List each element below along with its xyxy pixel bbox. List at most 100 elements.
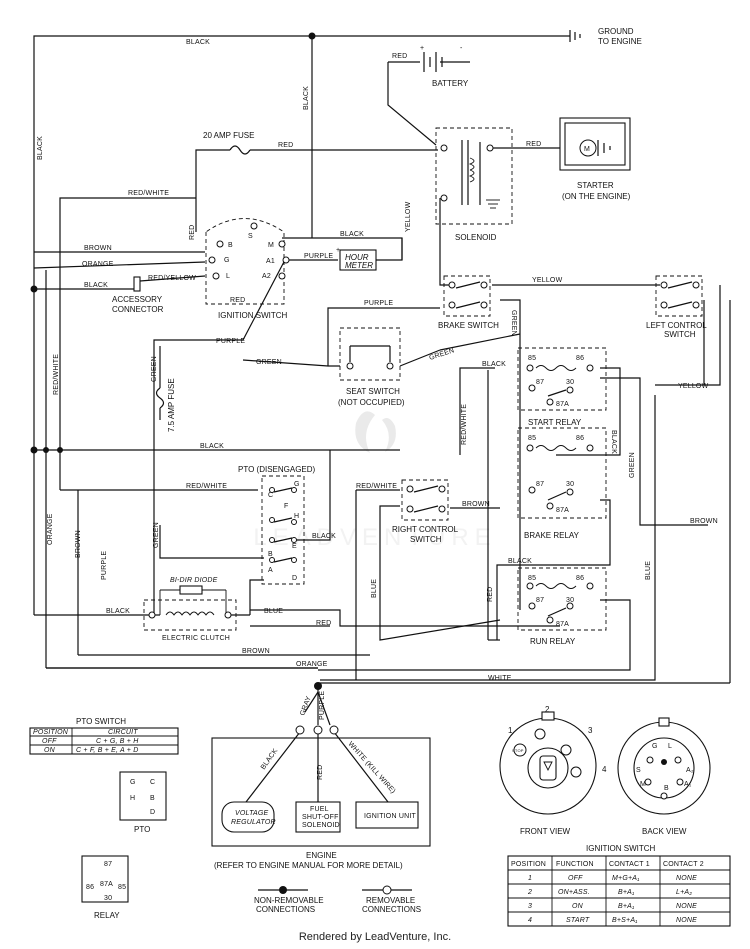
battery-label: BATTERY xyxy=(432,79,469,88)
front-view-label: FRONT VIEW xyxy=(520,827,571,836)
ign-r2-c4: L+A₂ xyxy=(676,889,692,896)
start-relay: 85 86 87 30 87A START RELAY xyxy=(517,347,607,427)
ign-r3-c2: ON xyxy=(572,903,584,910)
ign-r3-c4: NONE xyxy=(676,903,697,910)
ign-r4-c4: NONE xyxy=(676,917,697,924)
label-red-white-top: RED/WHITE xyxy=(128,190,169,197)
junction-dot xyxy=(57,447,63,453)
label-red-battery: RED xyxy=(392,53,407,60)
label-red-white-rcs: RED/WHITE xyxy=(356,483,397,490)
pto-row-on: ON xyxy=(44,747,56,754)
pto-label: PTO (DISENGAGED) xyxy=(238,465,316,474)
label-brown-bottom: BROWN xyxy=(242,648,270,655)
fuse-20-label: 20 AMP FUSE xyxy=(203,131,254,140)
engine-label-2: (REFER TO ENGINE MANUAL FOR MORE DETAIL) xyxy=(214,861,403,870)
left-control-label: LEFT CONTROL xyxy=(646,321,707,330)
accessory-label-2: CONNECTOR xyxy=(112,305,164,314)
ignition-switch: B S M G A1 L A2 IGNITION SWITCH xyxy=(205,218,290,320)
pto-row-off: OFF xyxy=(42,738,57,745)
label-brown-left: BROWN xyxy=(75,530,82,558)
seat-switch: SEAT SWITCH (NOT OCCUPIED) xyxy=(338,327,405,407)
ign-th-contact1: CONTACT 1 xyxy=(609,861,650,868)
label-white-kill: WHITE (KILL WIRE) xyxy=(347,741,397,795)
ign-g: G xyxy=(224,257,230,264)
ground-label: GROUND xyxy=(598,27,634,36)
electric-clutch: BI-DIR DIODE ELECTRIC CLUTCH xyxy=(143,577,237,642)
pto-h: H xyxy=(294,513,299,520)
pto-b: B xyxy=(268,551,273,558)
ign-r4-c3: B+S+A₁ xyxy=(612,917,638,924)
label-black-top: BLACK xyxy=(186,39,210,46)
relay-icon-87: 87 xyxy=(104,861,112,868)
legend-non-removable-2: CONNECTIONS xyxy=(256,905,315,914)
ign-a2: A2 xyxy=(262,273,271,280)
back-m: M xyxy=(640,781,646,788)
starter-label: STARTER xyxy=(577,181,614,190)
label-red-ign-bottom: RED xyxy=(230,297,245,304)
engine-connector xyxy=(329,725,339,735)
label-black-pto: BLACK xyxy=(312,533,336,540)
back-l: L xyxy=(668,743,672,750)
ign-r3-c3: B+A₁ xyxy=(618,903,635,910)
fuel-label-3: SOLENOID xyxy=(302,822,340,829)
label-black-engine: BLACK xyxy=(260,747,280,771)
pto-icon-d: D xyxy=(150,809,155,816)
label-red-yellow: RED/YELLOW xyxy=(148,275,196,282)
ground-label-2: TO ENGINE xyxy=(598,37,642,46)
engine-label: ENGINE xyxy=(306,851,337,860)
starter-motor-label: M xyxy=(584,146,590,153)
footer-credit: Rendered by LeadVenture, Inc. xyxy=(298,931,452,943)
back-view-label: BACK VIEW xyxy=(642,827,687,836)
label-green-brake: GREEN xyxy=(510,310,517,336)
label-blue-rcs: BLUE xyxy=(371,579,378,598)
label-purple-left: PURPLE xyxy=(101,551,108,580)
back-a2: A₂ xyxy=(686,767,694,774)
key-pos-1: 1 xyxy=(508,726,513,735)
brake-switch: BRAKE SWITCH xyxy=(438,275,499,330)
accessory-connector: ACCESSORY CONNECTOR xyxy=(112,276,164,314)
ign-b: B xyxy=(228,242,233,249)
ignition-front-view: STOP 1 2 3 4 FRONT VIEW xyxy=(499,705,607,836)
seat-switch-label: SEAT SWITCH xyxy=(346,387,400,396)
label-black-acc: BLACK xyxy=(84,282,108,289)
watermark-text: LEADVENTURE xyxy=(253,524,496,551)
pto-header-circuit: CIRCUIT xyxy=(108,729,138,736)
label-red-ign: RED xyxy=(189,225,196,240)
pto-d: D xyxy=(292,575,297,582)
start-relay-label: START RELAY xyxy=(528,418,582,427)
starter-label-2: (ON THE ENGINE) xyxy=(562,192,631,201)
relay-icon-86: 86 xyxy=(86,884,94,891)
solenoid: SOLENOID xyxy=(435,127,513,242)
ign-r1-c4: NONE xyxy=(676,875,697,882)
label-red-white-pto: RED/WHITE xyxy=(186,483,227,490)
hour-label: HOUR xyxy=(345,253,369,262)
label-black-clutch: BLACK xyxy=(106,608,130,615)
start-86: 86 xyxy=(576,355,584,362)
ignition-switch-label: IGNITION SWITCH xyxy=(218,311,288,320)
pto-g: G xyxy=(294,481,300,488)
label-red-white-right: RED/WHITE xyxy=(461,404,468,445)
pto-icon: G C H B D PTO xyxy=(119,771,167,834)
label-red-fuse: RED xyxy=(278,142,293,149)
start-85: 85 xyxy=(528,355,536,362)
pto-c: C xyxy=(268,492,273,499)
right-control-label-2: SWITCH xyxy=(410,535,442,544)
pto-icon-g: G xyxy=(130,779,136,786)
key-pos-3: 3 xyxy=(588,726,593,735)
pto-icon-c: C xyxy=(150,779,155,786)
label-black-left: BLACK xyxy=(37,136,44,160)
diode-label: BI-DIR DIODE xyxy=(170,577,218,584)
pto-row-on-circuit: C + F, B + E, A + D xyxy=(76,747,138,754)
vr-label-2: REGULATOR xyxy=(231,819,276,826)
ign-r2-c1: 2 xyxy=(527,889,532,896)
brake-relay-label: BRAKE RELAY xyxy=(524,531,580,540)
vr-label: VOLTAGE xyxy=(235,810,269,817)
label-red-bottom: RED xyxy=(316,620,331,627)
hour-meter: + HOUR METER xyxy=(336,247,377,271)
ign-th-position: POSITION xyxy=(511,861,546,868)
fuel-label: FUEL xyxy=(310,806,329,813)
label-blue-right: BLUE xyxy=(645,561,652,580)
start-87a: 87A xyxy=(556,401,569,408)
pto-header-position: POSITION xyxy=(33,729,69,736)
battery-plus: + xyxy=(420,45,424,52)
